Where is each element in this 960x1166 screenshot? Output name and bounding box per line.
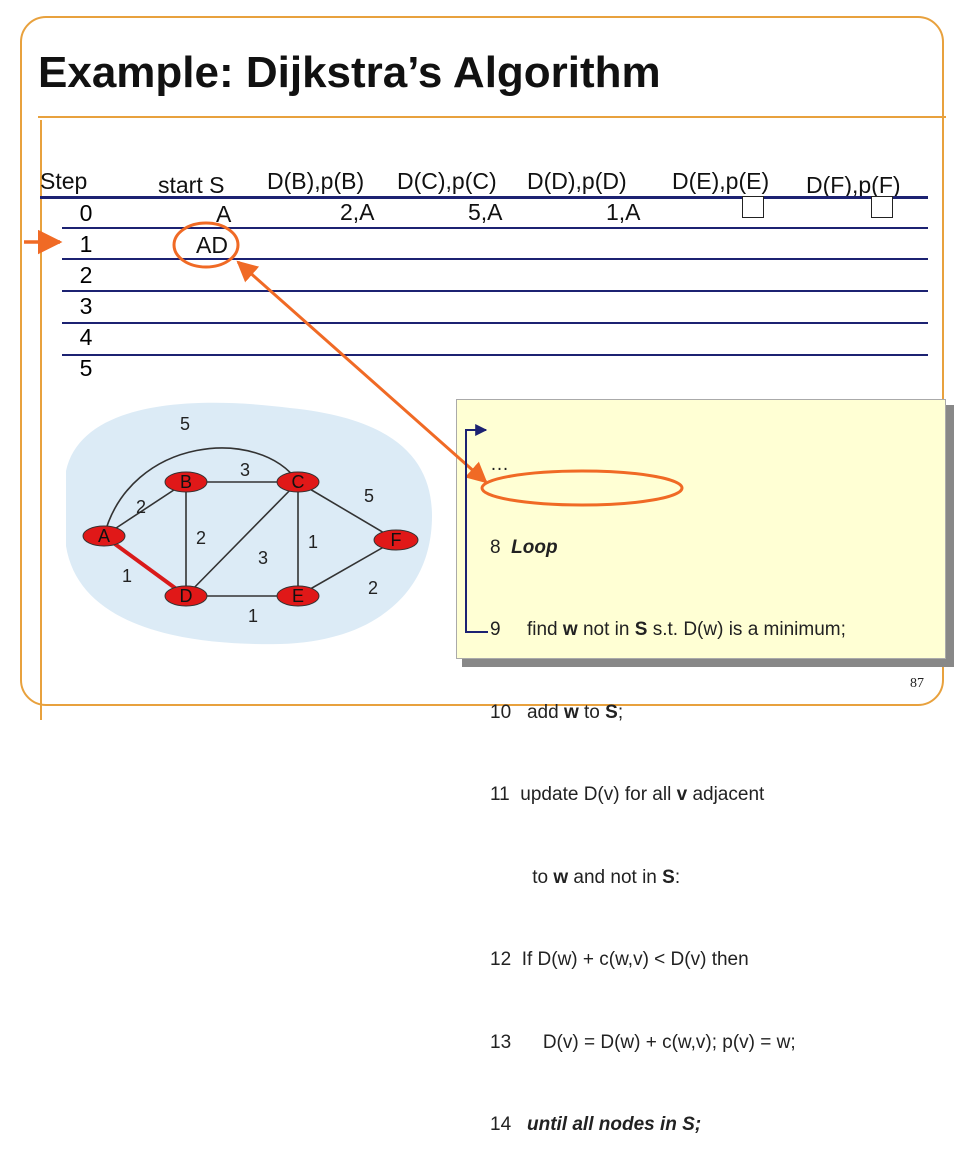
code-line-12: 12 If D(w) + c(w,v) < D(v) then [490,949,749,970]
row0-dc: 5,A [468,199,503,225]
table-row-rule [62,354,928,356]
network-graph: A B C D E F 5 3 2 5 2 1 3 1 2 1 [66,402,432,645]
edge-weight: 2 [196,528,206,548]
code-box [456,399,946,659]
edge-weight: 2 [136,497,146,517]
header-db: D(B),p(B) [267,168,365,194]
edge-c-f [297,481,397,541]
node-d: D [164,585,208,607]
edge-weight: 2 [368,578,378,598]
step-number: 5 [79,355,93,381]
header-de: D(E),p(E) [672,168,770,194]
code-line-11-cont: to w and not in S: [532,866,681,888]
row1-start-s: AD [196,232,228,258]
slide-frame [20,16,944,706]
node-label: E [292,586,304,606]
row0-dd: 1,A [606,199,641,225]
node-label: B [180,472,192,492]
step-number: 4 [79,324,93,350]
edge-weight: 1 [248,606,258,626]
table-row-rule [62,290,928,292]
algorithm-pseudocode: … 8 Loop 9 find w not in S s.t. D(w) is … [490,396,846,1166]
edge-weight: 3 [258,548,268,568]
code-line-8: 8 Loop [490,536,558,558]
table-header-rule [40,196,928,199]
page-title: Example: Dijkstra’s Algorithm [38,48,661,97]
table-row-rule [62,258,928,260]
code-line-9: 9 find w not in S s.t. D(w) is a minimum… [490,619,846,640]
edge-d-c [185,481,299,597]
edge-a-b [103,481,187,537]
frame-left-rule [40,120,42,720]
code-line-ellipsis: … [490,454,509,475]
step-number: 1 [79,231,93,257]
node-c: C [276,471,320,493]
code-line-13: 13 D(v) = D(w) + c(w,v); p(v) = w; [490,1031,796,1053]
step-number: 2 [79,262,93,288]
edge-weight: 1 [122,566,132,586]
code-line-10: 10 add w to S; [490,701,624,723]
edge-weight: 3 [240,460,250,480]
header-dd: D(D),p(D) [527,168,627,194]
edge-weight: 5 [364,486,374,506]
code-line-14: 14 until all nodes in S; [490,1114,702,1135]
row0-de-placeholder-box [742,196,764,218]
table-row-rule [62,322,928,324]
header-step: Step [40,168,88,194]
edge-weight: 1 [308,532,318,552]
row0-start-s: A [216,201,232,227]
row0-db: 2,A [340,199,375,225]
node-label: A [98,526,110,546]
node-b: B [164,471,208,493]
node-f: F [373,529,419,551]
edge-a-d-highlighted [102,534,188,598]
header-start-s: start S [158,172,225,198]
node-label: F [391,530,402,550]
node-label: C [292,472,305,492]
header-df: D(F),p(F) [806,172,901,198]
step-column: 0 1 2 3 4 5 [66,198,106,384]
edge-weight: 5 [180,414,190,434]
node-label: D [180,586,193,606]
table-row-rule [62,227,928,229]
node-e: E [276,585,320,607]
page-number: 87 [910,676,924,691]
step-number: 3 [79,293,93,319]
node-a: A [82,525,126,547]
title-underline [38,116,946,118]
header-dc: D(C),p(C) [397,168,497,194]
row0-df-placeholder-box [871,196,893,218]
edge-e-f [297,539,397,597]
step-number: 0 [79,200,93,226]
code-line-11: 11 update D(v) for all v adjacent [490,784,765,805]
